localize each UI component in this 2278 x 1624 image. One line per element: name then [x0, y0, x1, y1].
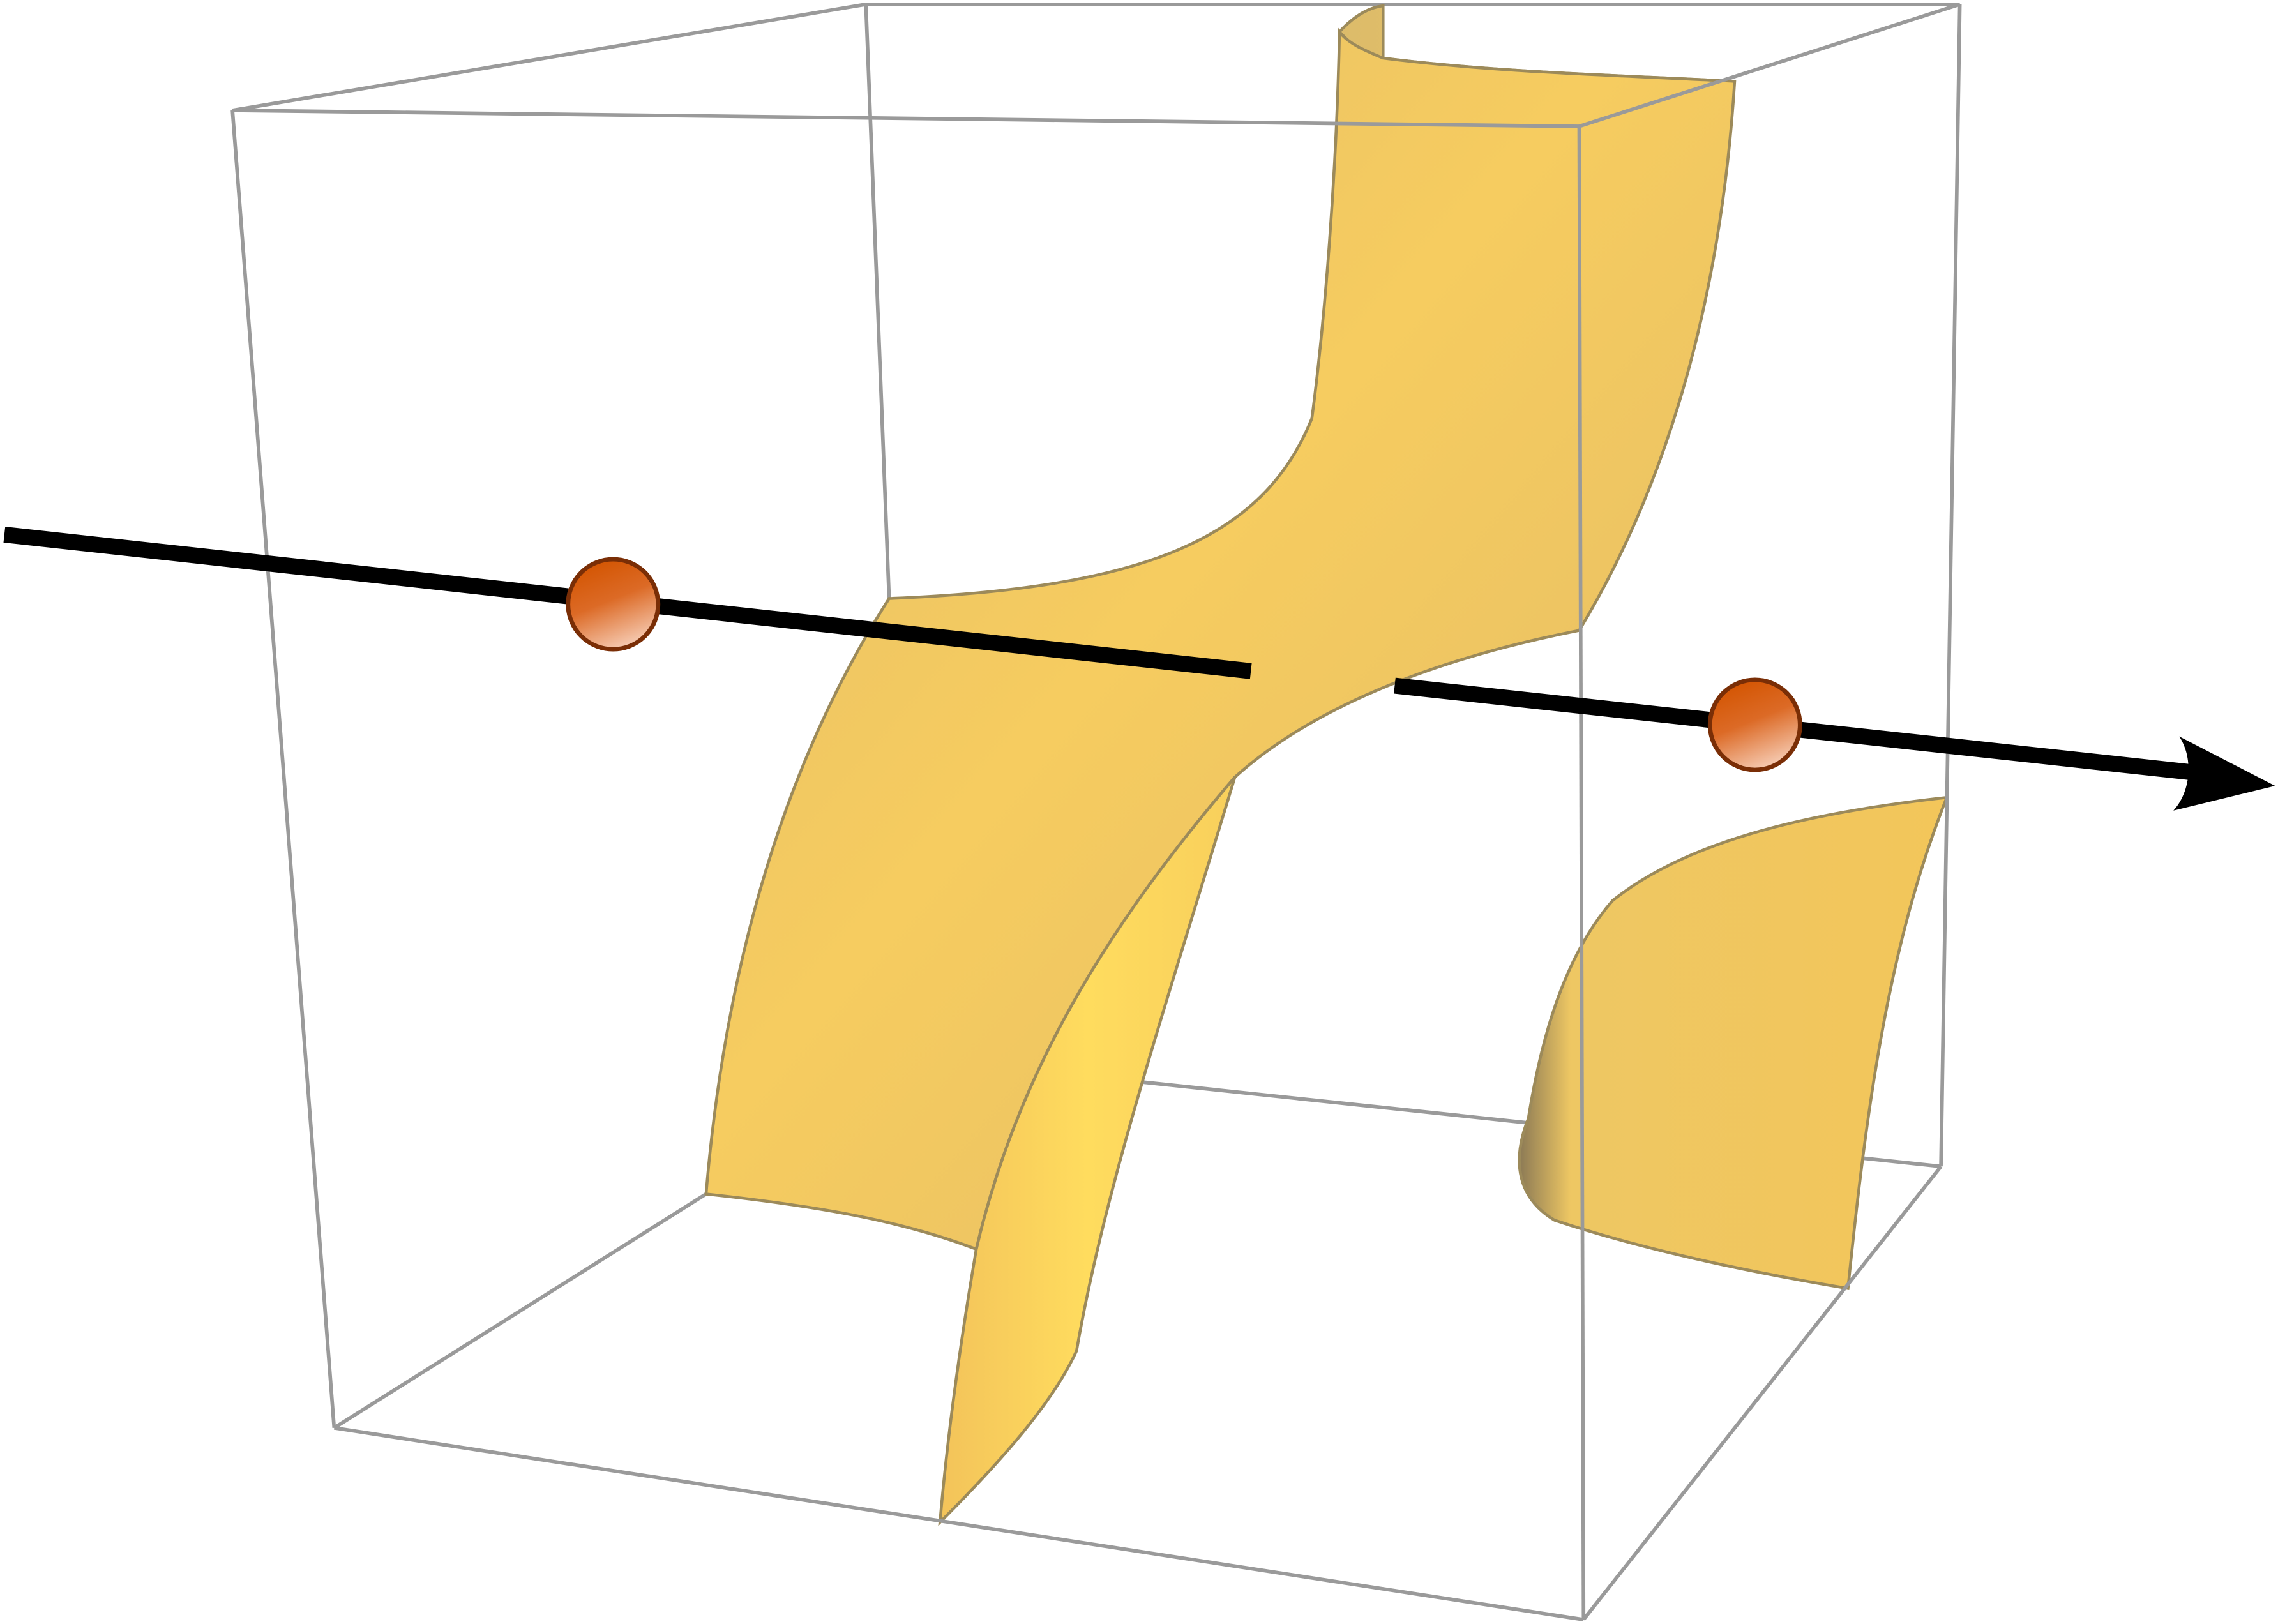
box-edge-front-top-back — [232, 109, 1580, 128]
bounding-box-front-edges — [230, 3, 1962, 1621]
box-edge-front-bottom-left — [333, 1425, 1584, 1621]
intersection-point-2 — [1707, 677, 1802, 772]
box-edge-front-bottom-right — [1582, 1165, 1943, 1621]
box-edge-back-bottom-left — [333, 1192, 707, 1430]
intersection-point-1 — [566, 557, 661, 652]
arrow-head-icon — [2173, 736, 2275, 811]
box-edge-back-top-left — [232, 3, 866, 112]
box-edge-front-top-right — [1578, 3, 1961, 128]
box-edge-front-left-vertical — [230, 110, 336, 1429]
box-edge-front-right-vertical — [1939, 4, 1962, 1167]
surface-right-piece — [1518, 795, 1949, 1291]
box-edge-front-middle-vertical — [1577, 126, 1586, 1620]
box-edge-back-vertical — [864, 4, 891, 599]
